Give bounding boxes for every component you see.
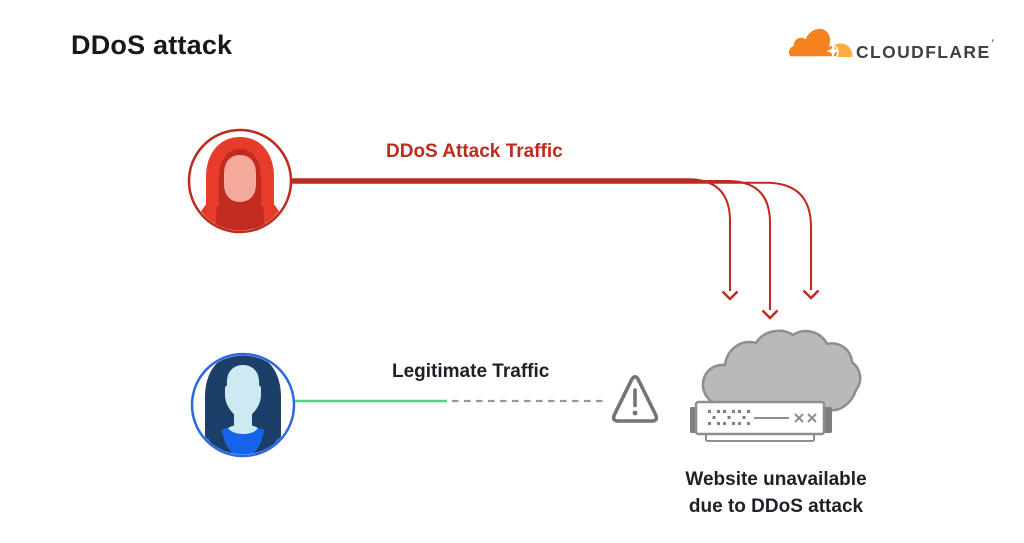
cloud-server-icon [690, 329, 862, 442]
user-icon [190, 352, 296, 458]
server-dots [708, 410, 750, 425]
caption-line-1: Website unavailable [685, 469, 867, 490]
cloudflare-brand-text: CLOUDFLARE [856, 42, 991, 62]
cloudflare-logo-icon [787, 27, 853, 58]
caption-line-2: due to DDoS attack [688, 496, 864, 517]
website-unavailable-caption: Website unavailable due to DDoS attack [655, 466, 897, 520]
cloudflare-wordmark: CLOUDFLARE’ [856, 38, 994, 63]
cloudflare-trademark: ’ [991, 38, 995, 48]
warning-icon [611, 374, 659, 423]
page-title: DDoS attack [71, 30, 233, 60]
attacker-icon [187, 128, 293, 234]
server-error-x-marks [794, 413, 817, 423]
ddos-attack-arrows [292, 178, 820, 320]
legitimate-traffic-label: Legitimate Traffic [392, 361, 550, 382]
ddos-attack-traffic-label: DDoS Attack Traffic [386, 141, 563, 162]
